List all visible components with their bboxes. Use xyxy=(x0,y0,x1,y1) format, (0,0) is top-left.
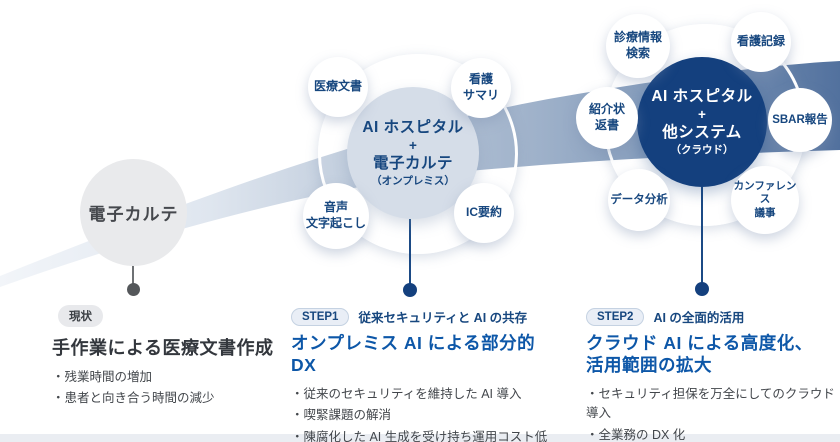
stage2-hub-circle: AI ホスピタル + 電子カルテ （オンプレミス） xyxy=(347,87,479,219)
hub-line: AI ホスピタル xyxy=(362,119,464,137)
stage1-bullets: ・残業時間の増加 ・患者と向き合う時間の減少 xyxy=(52,368,287,409)
satellite-medical-documents: 医療文書 xyxy=(308,57,368,117)
satellite-clinical-info-search: 診療情報 検索 xyxy=(606,14,670,78)
bottom-edge-strip xyxy=(0,434,840,442)
stage2-heading: オンプレミス AI による部分的 DX xyxy=(291,333,536,375)
stage3-hub-circle: AI ホスピタル + 他システム （クラウド） xyxy=(637,57,767,187)
satellite-nursing-records: 看護記録 xyxy=(731,12,791,72)
satellite-voice-transcription: 音声 文字起こし xyxy=(303,183,369,249)
stage1-badge: 現状 xyxy=(58,305,103,327)
stage2-step-label: 従来セキュリティと AI の共存 xyxy=(358,311,528,325)
stage3-stem xyxy=(700,187,703,284)
satellite-data-analysis: データ分析 xyxy=(608,169,670,231)
bullet-item: ・全業務の DX 化 xyxy=(586,427,686,442)
stage2-stem xyxy=(408,219,411,285)
stage2-bullets: ・従来のセキュリティを維持した AI 導入 ・喫緊課題の解消 ・陳腐化した AI… xyxy=(291,385,556,442)
stage1-circle: 電子カルテ xyxy=(80,159,187,266)
hub-line: 電子カルテ xyxy=(372,154,453,172)
bullet-item: ・セキュリティ担保を万全にしてのクラウド導入 xyxy=(586,386,835,421)
satellite-sbar-report: SBAR報告 xyxy=(768,88,832,152)
stage1-heading: 手作業による医療文書作成 xyxy=(52,338,274,358)
bullet-item: ・患者と向き合う時間の減少 xyxy=(52,391,215,406)
stage3-step-badge: STEP2 xyxy=(586,307,645,326)
stage1-stem xyxy=(131,264,134,285)
hub-line: 他システム xyxy=(662,123,742,141)
stage3-step-label: AI の全面的活用 xyxy=(653,311,745,325)
stage3-dot xyxy=(695,282,709,296)
satellite-ic-summary: IC要約 xyxy=(454,183,514,243)
stage2-orbit-ring xyxy=(318,54,518,254)
bullet-item: ・陳腐化した AI 生成を受け持ち運用コスト低減 xyxy=(291,429,548,442)
hub-subline: （クラウド） xyxy=(670,143,734,156)
stage2-dot xyxy=(403,283,417,297)
hub-line: AI ホスピタル xyxy=(651,88,753,106)
bullet-item: ・喫緊課題の解消 xyxy=(291,408,392,423)
stage1-circle-label: 電子カルテ xyxy=(88,205,179,224)
stage2-step-badge: STEP1 xyxy=(291,307,350,326)
stage3-bullets: ・セキュリティ担保を万全にしてのクラウド導入 ・全業務の DX 化 ・複雑高度な… xyxy=(586,385,840,442)
satellite-referral-reply: 紹介状 返書 xyxy=(576,87,638,149)
satellite-nursing-summary: 看護 サマリ xyxy=(451,58,511,118)
stage2-text-block: STEP1 従来セキュリティと AI の共存 オンプレミス AI による部分的 … xyxy=(291,307,556,442)
satellite-conference-minutes: カンファレンス 議事 xyxy=(731,166,799,234)
stage1-text-block: 現状 手作業による医療文書作成 ・残業時間の増加 ・患者と向き合う時間の減少 xyxy=(52,305,287,409)
bullet-item: ・従来のセキュリティを維持した AI 導入 xyxy=(291,386,522,401)
plus-sign: + xyxy=(409,138,417,154)
stage1-dot xyxy=(126,283,140,296)
stage3-heading: クラウド AI による高度化、 活用範囲の拡大 xyxy=(586,333,813,375)
hub-subline: （オンプレミス） xyxy=(371,174,455,187)
bullet-item: ・残業時間の増加 xyxy=(52,370,153,384)
stage3-text-block: STEP2 AI の全面的活用 クラウド AI による高度化、 活用範囲の拡大 … xyxy=(586,307,840,442)
plus-sign: + xyxy=(698,107,706,123)
